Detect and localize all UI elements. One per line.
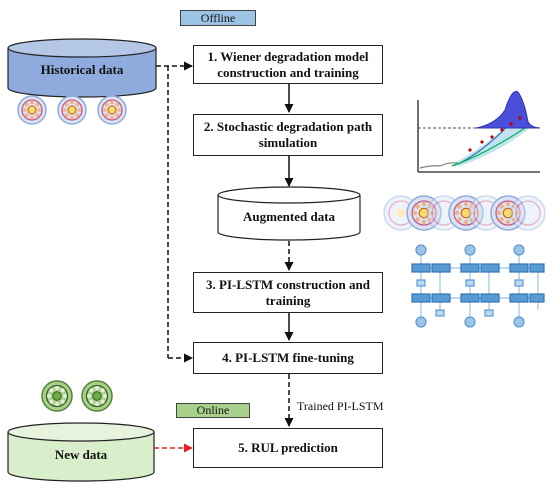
step-pi-lstm-fine-tuning: 4. PI-LSTM fine-tuning [193, 342, 383, 374]
bearing-icon [97, 95, 127, 125]
new-data-label: New data [54, 447, 108, 462]
offline-phase-tag: Offline [180, 10, 256, 26]
step-wiener-model: 1. Wiener degradation model construction… [193, 45, 383, 84]
augmented-data-label: Augmented data [242, 209, 336, 224]
bearing-icon [57, 95, 87, 125]
step-degradation-simulation: 2. Stochastic degradation path simulatio… [193, 114, 383, 156]
bearing-icon [406, 195, 442, 231]
new-data-cylinder [7, 422, 155, 482]
historical-data-label: Historical data [40, 62, 124, 77]
historical-data-cylinder [7, 38, 157, 98]
step-pi-lstm-construction: 3. PI-LSTM construction and training [193, 272, 383, 313]
bearing-icon [81, 380, 113, 412]
augmented-data-cylinder [217, 186, 361, 241]
augmented-bearings-icon [383, 195, 546, 231]
bearing-icon [41, 380, 73, 412]
online-phase-tag: Online [176, 403, 250, 418]
step-rul-prediction: 5. RUL prediction [193, 428, 383, 468]
degradation-chart-icon [417, 90, 541, 173]
bearing-icon [17, 95, 47, 125]
bearing-icon [490, 195, 526, 231]
trained-model-label: Trained PI-LSTM [297, 399, 384, 413]
lstm-network-icon [411, 244, 545, 328]
bearing-icon [448, 195, 484, 231]
